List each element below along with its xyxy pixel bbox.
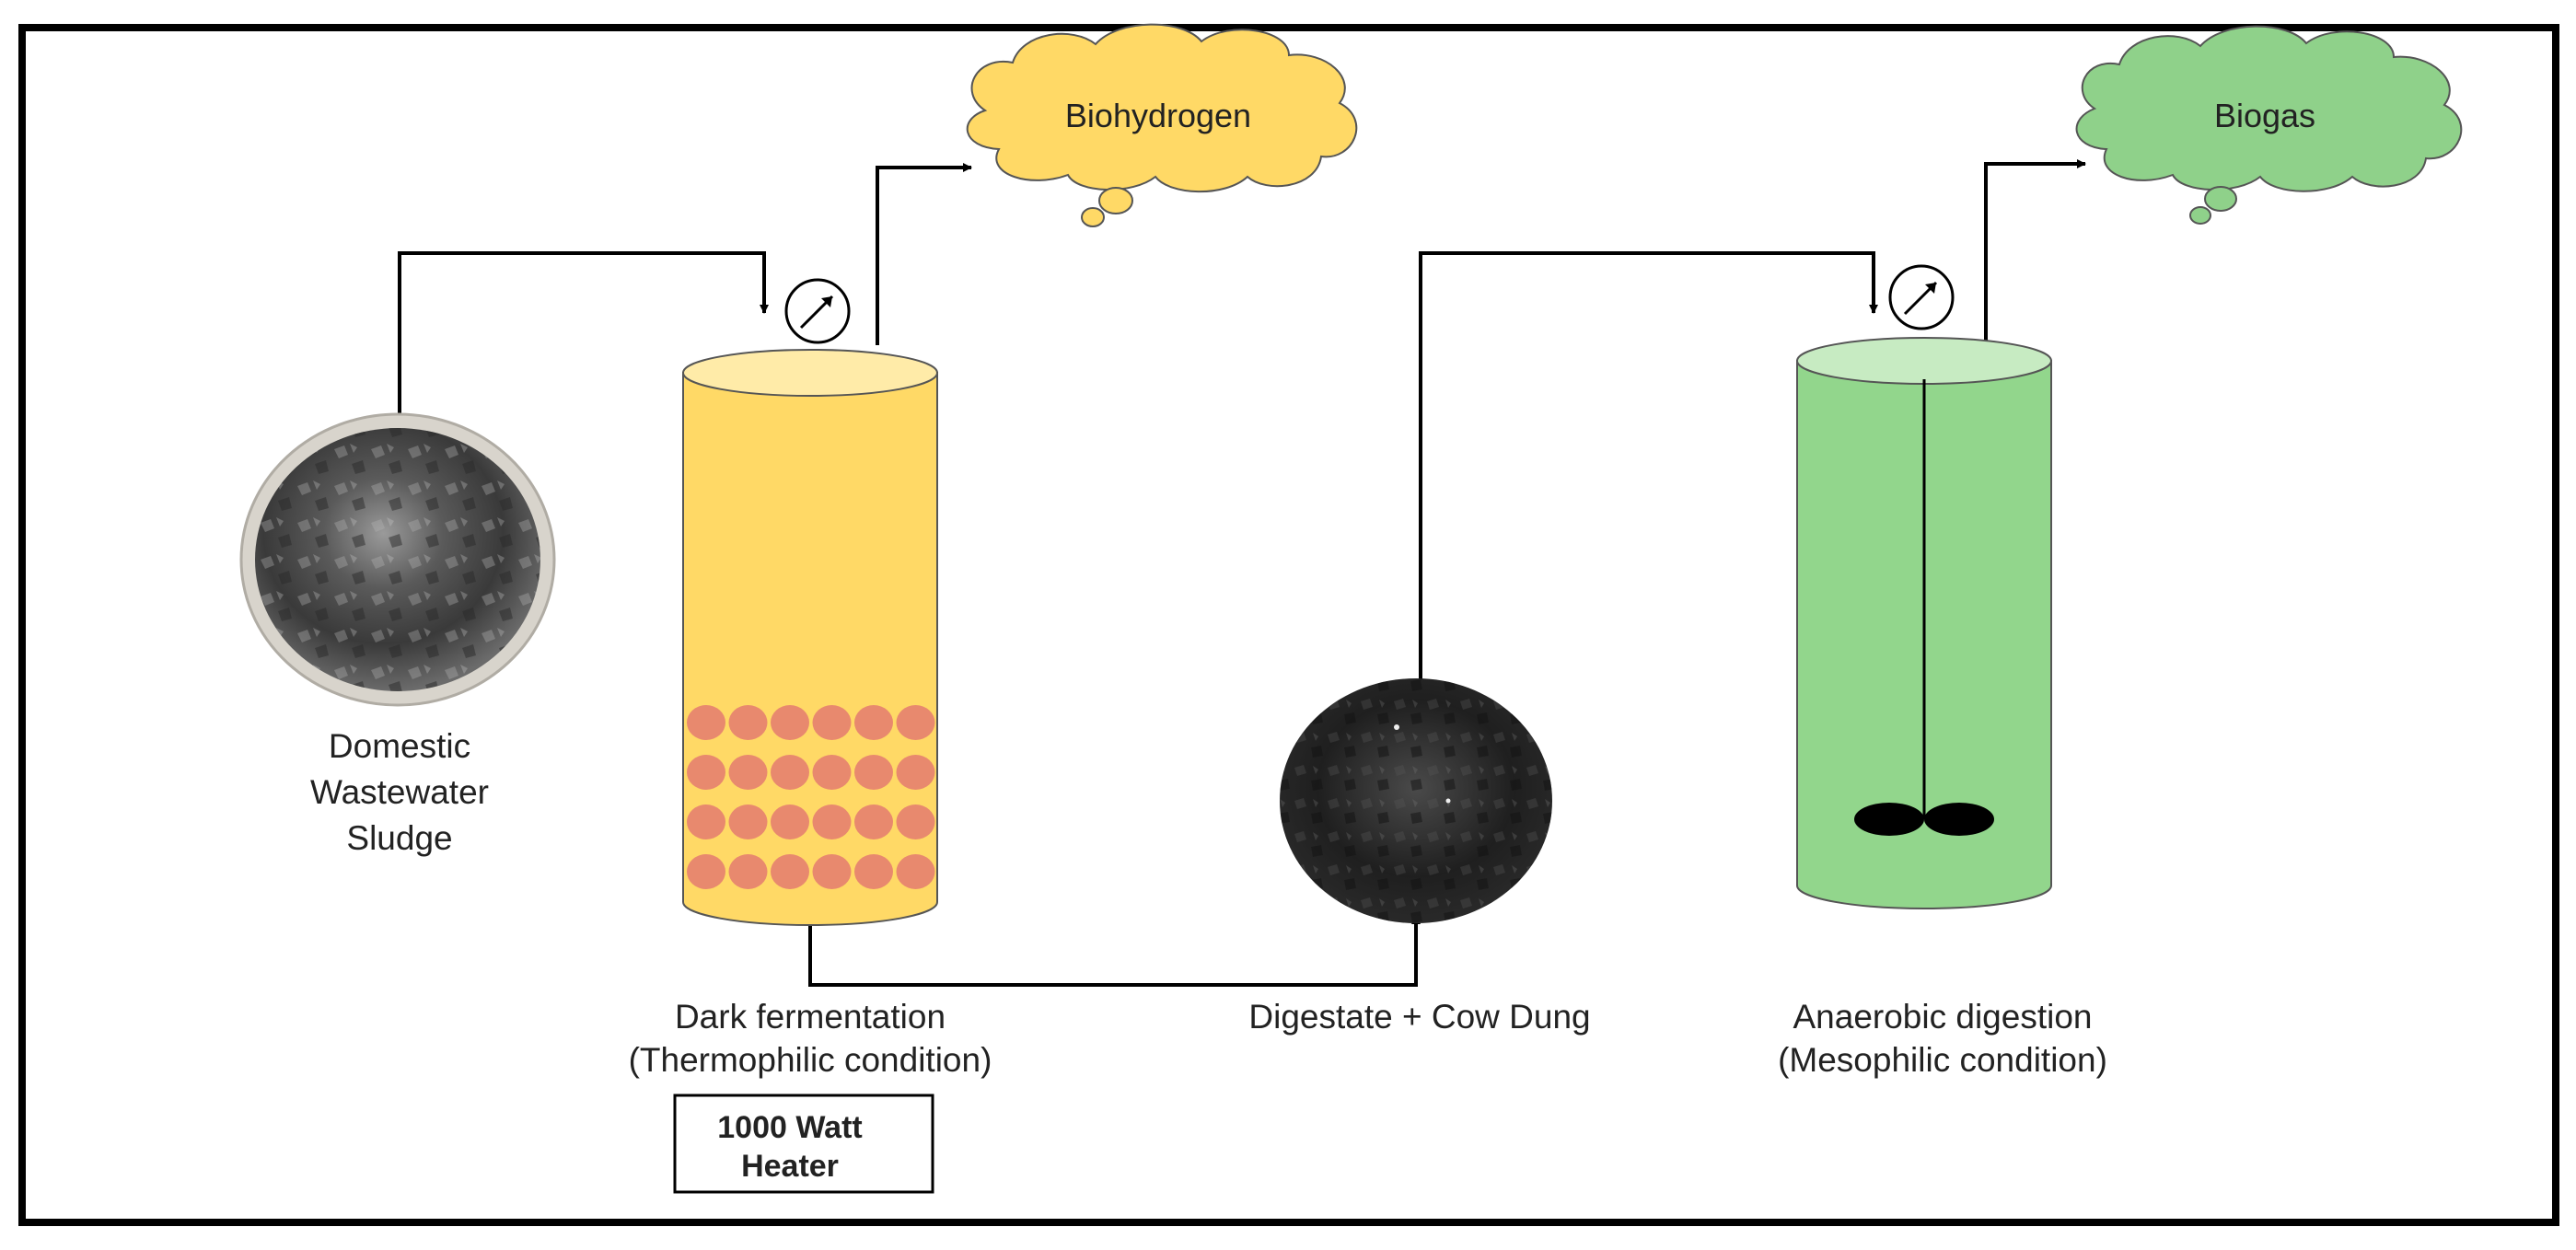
- heater-element: [896, 854, 935, 889]
- sludge-label: Domestic Wastewater Sludge: [310, 727, 489, 857]
- heater-element: [728, 804, 768, 839]
- digestate-feed-line: [1419, 251, 1878, 700]
- heater-element: [771, 854, 809, 889]
- heater-label-line-2: Heater: [741, 1149, 839, 1184]
- anaerobic-digestion-reactor: [1796, 337, 2052, 909]
- impeller-icon: [1854, 803, 1994, 836]
- digestate-sample-image: [1280, 678, 1552, 923]
- digestate-transfer-line: [808, 915, 1421, 987]
- heater-label-line-1: 1000 Watt: [717, 1110, 862, 1145]
- heater-element: [812, 854, 852, 889]
- biohydrogen-outlet-line: [876, 163, 972, 345]
- heater-element: [771, 755, 809, 790]
- flow-lines: [398, 159, 2086, 987]
- biogas-cloud: Biogas: [2075, 25, 2463, 225]
- heater-element: [728, 755, 768, 790]
- heater-element: [687, 804, 725, 839]
- heater-element: [812, 755, 852, 790]
- heater-element: [687, 705, 725, 740]
- heater-element: [854, 705, 893, 740]
- heater-element: [854, 804, 893, 839]
- dark-fermentation-condition: (Thermophilic condition): [629, 1041, 992, 1079]
- biohydrogen-cloud: Biohydrogen: [966, 23, 1358, 227]
- sludge-label-line-3: Sludge: [346, 819, 452, 857]
- heater-element: [896, 755, 935, 790]
- heater-box: 1000 Watt Heater: [673, 1094, 934, 1194]
- heater-elements: [687, 705, 935, 889]
- heater-element: [812, 705, 852, 740]
- dark-fermentation-reactor: [682, 349, 938, 926]
- biogas-label: Biogas: [2214, 97, 2315, 134]
- heater-element: [728, 705, 768, 740]
- biogas-outlet-line: [1984, 159, 2086, 341]
- heater-element: [687, 755, 725, 790]
- heater-element: [854, 755, 893, 790]
- anaerobic-digestion-condition: (Mesophilic condition): [1778, 1041, 2107, 1079]
- sludge-feed-line: [398, 251, 769, 414]
- sludge-sample-image: [239, 412, 556, 707]
- heater-element: [771, 705, 809, 740]
- heater-element: [728, 854, 768, 889]
- figure-frame: [18, 24, 2559, 1226]
- pressure-gauge-icon: [1888, 264, 1955, 330]
- heater-element: [896, 804, 935, 839]
- sludge-label-line-1: Domestic: [329, 727, 470, 765]
- sludge-label-line-2: Wastewater: [310, 773, 489, 811]
- heater-element: [812, 804, 852, 839]
- dark-fermentation-label: Dark fermentation (Thermophilic conditio…: [629, 998, 992, 1079]
- anaerobic-digestion-label: Anaerobic digestion (Mesophilic conditio…: [1778, 998, 2107, 1079]
- heater-element: [687, 854, 725, 889]
- digestate-label: Digestate + Cow Dung: [1248, 998, 1590, 1036]
- heater-element: [771, 804, 809, 839]
- dark-fermentation-title: Dark fermentation: [675, 998, 946, 1036]
- anaerobic-digestion-title: Anaerobic digestion: [1793, 998, 2093, 1036]
- heater-element: [896, 705, 935, 740]
- pressure-gauge-icon: [784, 278, 851, 344]
- heater-element: [854, 854, 893, 889]
- biohydrogen-label: Biohydrogen: [1065, 97, 1251, 134]
